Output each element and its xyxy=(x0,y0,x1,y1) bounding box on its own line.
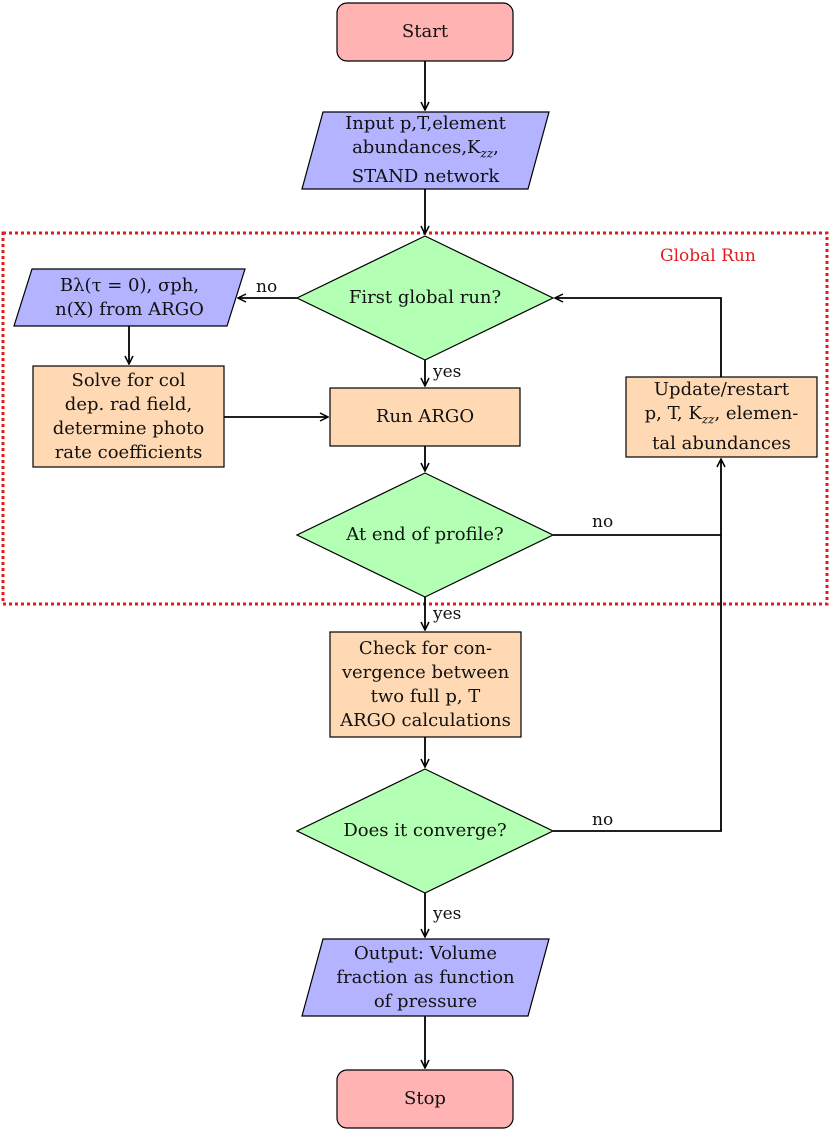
update-restart-process-shape xyxy=(625,376,818,458)
global-run-label: Global Run xyxy=(660,246,756,266)
does-it-converge-label: Does it converge? xyxy=(343,820,507,841)
run-argo-node: Run ARGO xyxy=(330,388,520,446)
edge-label-yes-end: yes xyxy=(433,604,462,624)
update-restart-node: Update/restart p, T, Kzz, elemen- tal ab… xyxy=(626,377,817,457)
global-run-region xyxy=(1,231,829,606)
solve-col-line-3: determine photo xyxy=(52,417,205,439)
end-of-profile-node: At end of profile? xyxy=(297,473,553,597)
edge-label-yes-first: yes xyxy=(433,362,462,382)
input-line-1: Input p,T,element xyxy=(345,112,506,134)
start-label: Start xyxy=(401,21,449,42)
first-global-run-label: First global run? xyxy=(348,287,502,308)
edge-label-yes-converge: yes xyxy=(433,904,462,924)
output-node: Output: Volume fraction as function of p… xyxy=(302,939,549,1016)
check-convergence-line-2: vergence between xyxy=(341,661,510,683)
solve-col-process-shape xyxy=(32,365,225,468)
edge-converge-no xyxy=(553,459,721,832)
check-convergence-line-3: two full p, T xyxy=(370,685,481,707)
edge-label-no-first: no xyxy=(256,277,278,297)
edge-label-no-converge: no xyxy=(592,810,614,830)
b-lambda-io-shape xyxy=(13,268,246,327)
output-io-shape xyxy=(301,938,550,1017)
first-global-run-node: First global run? xyxy=(297,236,553,360)
solve-col-line-1: Solve for col xyxy=(71,369,186,391)
b-lambda-line-1: Bλ(τ = 0), σph, xyxy=(59,274,200,296)
b-lambda-line-2: n(X) from ARGO xyxy=(55,298,204,320)
start-node: Start xyxy=(337,3,513,61)
solve-col-line-2: dep. rad field, xyxy=(64,393,193,415)
solve-col-node: Solve for col dep. rad field, determine … xyxy=(33,366,224,467)
run-argo-label: Run ARGO xyxy=(375,406,475,427)
input-line-3: STAND network xyxy=(351,166,500,188)
check-convergence-line-1: Check for con- xyxy=(358,637,493,659)
input-line-2: abundances,Kzz, xyxy=(352,136,499,161)
does-it-converge-node: Does it converge? xyxy=(297,769,553,893)
edge-label-no-end: no xyxy=(592,512,614,532)
output-line-1: Output: Volume xyxy=(354,942,497,964)
check-convergence-line-4: ARGO calculations xyxy=(340,709,511,731)
stop-node: Stop xyxy=(337,1070,513,1128)
check-convergence-node: Check for con- vergence between two full… xyxy=(330,632,521,737)
b-lambda-node: Bλ(τ = 0), σph, n(X) from ARGO xyxy=(14,269,245,326)
update-restart-line-3: tal abundances xyxy=(652,432,791,454)
update-restart-line-2: p, T, Kzz, elemen- xyxy=(644,403,799,427)
output-line-3: of pressure xyxy=(373,990,478,1012)
stop-terminal xyxy=(336,1069,514,1129)
output-line-2: fraction as function xyxy=(336,966,515,988)
input-node: Input p,T,element abundances,Kzz, STAND … xyxy=(302,112,549,189)
stop-label: Stop xyxy=(404,1088,446,1109)
update-restart-line-1: Update/restart xyxy=(653,379,790,401)
input-io-shape xyxy=(301,111,550,190)
solve-col-line-4: rate coefficients xyxy=(54,441,203,463)
end-of-profile-label: At end of profile? xyxy=(346,524,504,545)
edge-update-first xyxy=(555,298,722,377)
check-convergence-process-shape xyxy=(329,631,522,738)
